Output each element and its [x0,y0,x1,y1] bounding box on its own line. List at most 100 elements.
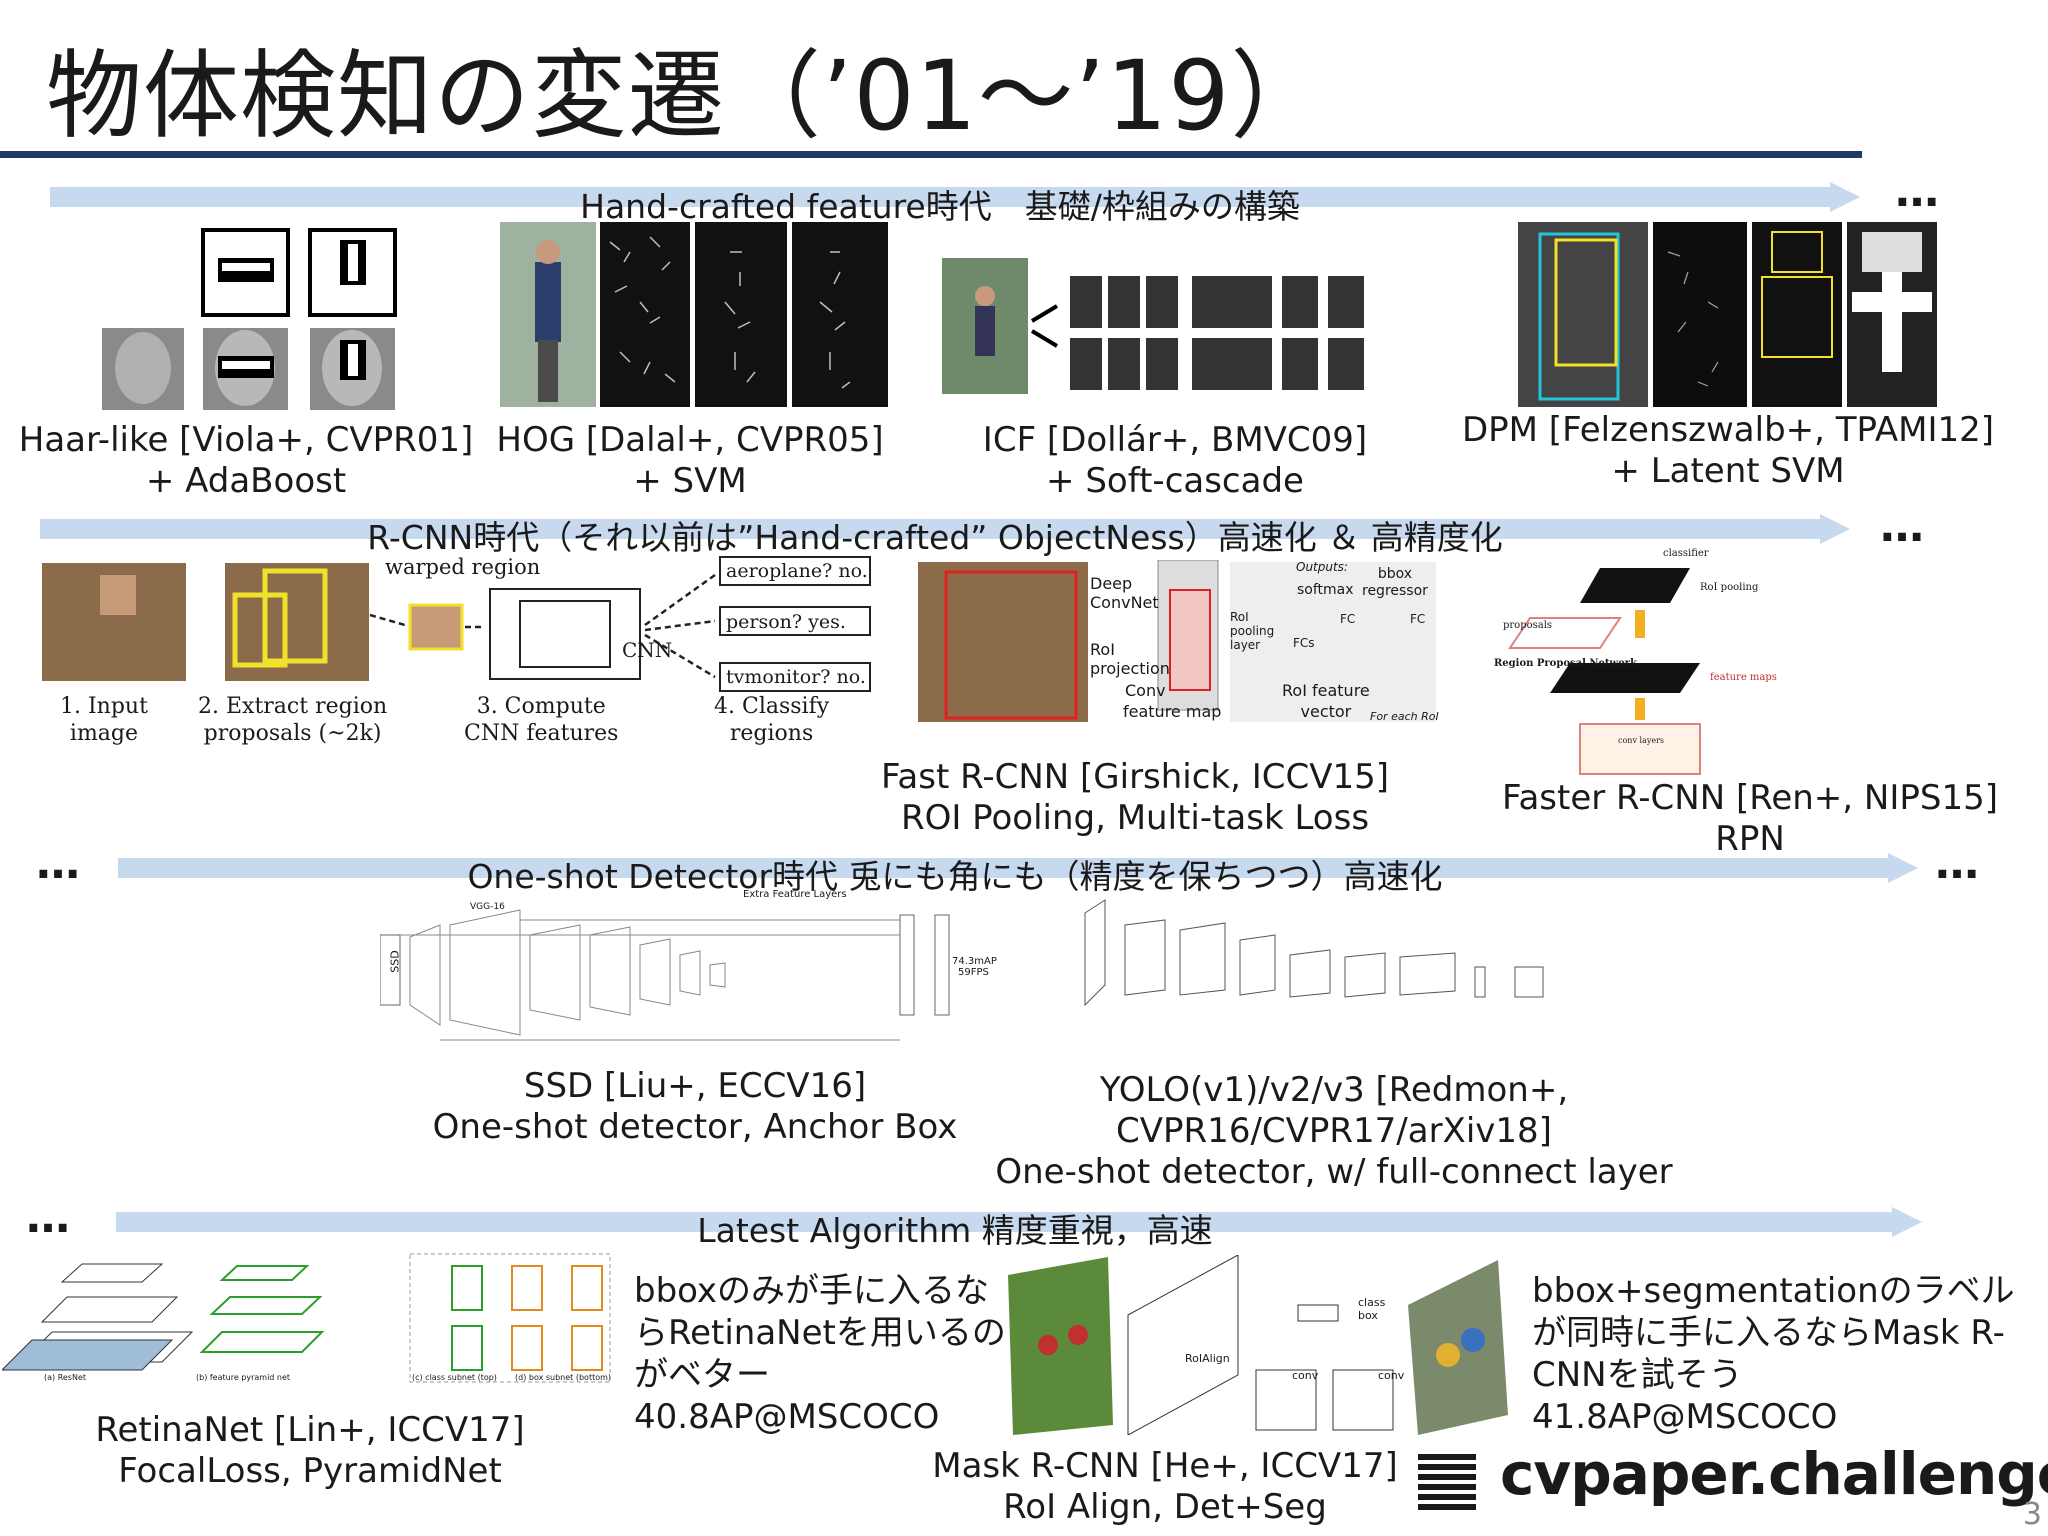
faster-featmaps-label: feature maps [1710,672,1777,683]
retina-label-c: (c) class subnet (top) [412,1373,497,1382]
label-softmax: softmax [1297,582,1354,598]
note-line: らRetinaNetを用いるの [634,1313,1006,1353]
rcnn-output-3: tvmonitor? no. [726,666,866,688]
ssd-vgg-label: VGG-16 [470,902,505,912]
caption-line: RoI Align, Det+Seg [1003,1487,1327,1527]
era-arrow-handcrafted [50,182,1860,212]
note-line: が同時に手に入るならMask R- [1532,1313,2005,1353]
rcnn-figure [40,555,880,755]
fast-rcnn-caption: Fast R-CNN [Girshick, ICCV15] ROI Poolin… [881,757,1389,839]
rcnn-step-1: 1. Input image [60,693,148,747]
ssd-extra-label: Extra Feature Layers [743,889,847,900]
label-featmap: feature map [1123,702,1222,721]
caption-line: Fast R-CNN [Girshick, ICCV15] [880,757,1390,797]
era-label-latest: Latest Algorithm 精度重視，高速 [697,1211,1213,1250]
label-convnet: ConvNet [1090,593,1159,612]
fast-rcnn-figure [918,559,1438,725]
faster-rcnn-figure [1490,548,1790,778]
step-line: 2. Extract region [198,694,388,719]
rcnn-cnn-label: CNN [622,638,673,662]
ellipsis-4: … [26,1192,72,1243]
caption-line: FocalLoss, PyramidNet [118,1451,502,1491]
era-arrow-latest [116,1207,1922,1237]
era-label-oneshot: One-shot Detector時代 兎にも角にも（精度を保ちつつ）高速化 [467,857,1443,896]
faster-rcnn-caption: Faster R-CNN [Ren+, NIPS15] RPN [1502,778,1998,860]
caption-line: Mask R-CNN [He+, ICCV17] [932,1446,1398,1486]
step-line: 1. Input [60,694,148,719]
ellipsis-3-right: … [1935,838,1981,889]
faster-rpn-label: Region Proposal Network [1494,658,1637,669]
label-regressor: regressor [1362,583,1428,599]
ssd-name: SSD [388,950,402,973]
label-deep: Deep [1090,574,1133,593]
era-arrow-rcnn [40,514,1850,544]
mask-classbox-label: class box [1358,1296,1386,1322]
fast-rcnn-labels: Deep ConvNet [1090,574,1159,612]
retinanet-figure [0,1252,612,1392]
label-vector: vector [1300,702,1352,721]
caption-line: RPN [1715,819,1785,859]
step-line: image [69,721,139,746]
mask-conv-label-2: conv [1378,1369,1405,1382]
yolo-figure [1055,895,1545,1060]
faster-classifier-label: classifier [1663,548,1709,559]
rcnn-step-2: 2. Extract region proposals (~2k) [198,693,387,747]
yolo-caption: YOLO(v1)/v2/v3 [Redmon+, CVPR16/CVPR17/a… [995,1070,1672,1193]
retina-label-d: (d) box subnet (bottom) [515,1373,612,1382]
fast-rcnn-roiproj: RoI projection [1090,640,1170,678]
fast-rcnn-convfeat: Conv feature map [1123,680,1221,722]
ssd-caption: SSD [Liu+, ECCV16] One-shot detector, An… [433,1066,958,1148]
ellipsis-2: … [1880,501,1926,552]
era-arrow-oneshot [118,853,1918,883]
caption-line: One-shot detector, w/ full-connect layer [995,1152,1673,1192]
fast-rcnn-roifeat: RoI feature vector [1282,680,1370,722]
caption-line: + SVM [633,461,747,501]
note-line: bboxのみが手に入るな [634,1271,990,1311]
note-line: bbox+segmentationのラベル [1532,1271,2015,1311]
caption-line: + Soft-cascade [1046,461,1304,501]
mask-roialign-label: RoIAlign [1185,1352,1230,1365]
rcnn-step-4: 4. Classify regions [714,693,829,747]
step-line: 3. Compute [476,694,606,719]
mask-rcnn-caption: Mask R-CNN [He+, ICCV17] RoI Align, Det+… [932,1446,1397,1528]
haar-caption: Haar-like [Viola+, CVPR01] + AdaBoost [19,420,473,502]
rcnn-output-1: aeroplane? no. [726,560,868,582]
logo-icon [1416,1450,1478,1512]
fast-rcnn-softmax: softmax [1297,582,1354,598]
caption-line: RetinaNet [Lin+, ICCV17] [95,1410,525,1450]
label-outputs: Outputs: [1296,560,1348,574]
caption-line: DPM [Felzenszwalb+, TPAMI12] [1461,410,1995,450]
haar-figure [100,228,400,413]
fast-rcnn-outputs: Outputs: [1296,560,1348,574]
page-number: 3 [2022,1497,2042,1532]
fast-rcnn-bbox: bbox regressor [1362,566,1428,600]
fast-rcnn-fcs: FCs [1293,636,1315,650]
caption-line: Haar-like [Viola+, CVPR01] [18,420,474,460]
step-line: proposals (~2k) [203,721,382,746]
step-line: regions [729,721,814,746]
rcnn-warped-label: warped region [385,555,541,579]
hog-caption: HOG [Dalal+, CVPR05] + SVM [496,420,883,502]
title-underline [0,151,1862,158]
retinanet-caption: RetinaNet [Lin+, ICCV17] FocalLoss, Pyra… [95,1410,524,1492]
caption-line: SSD [Liu+, ECCV16] [523,1066,867,1106]
mask-rcnn-figure [1008,1254,1508,1436]
retina-label-b: (b) feature pyramid net [196,1373,291,1382]
caption-line: + AdaBoost [145,461,347,501]
fast-rcnn-foreach: For each RoI [1370,710,1439,723]
fast-rcnn-fc-1: FC [1340,612,1356,626]
slide-title: 物体検知の変遷（’01～’19） [46,40,1328,152]
era-label-rcnn: R-CNN時代（それ以前は”Hand-crafted” ObjectNess）高… [367,518,1503,557]
label-roifeat: RoI feature [1282,681,1370,700]
ellipsis-1: … [1895,166,1941,217]
ellipsis-3-left: … [36,838,82,889]
label-projection: projection [1090,659,1170,678]
label-roi-pool-3: layer [1230,638,1261,652]
era-label-handcrafted: Hand-crafted feature時代 基礎/枠組みの構築 [580,187,1300,226]
caption-line: ICF [Dollár+, BMVC09] [982,420,1368,460]
fast-rcnn-fc-2: FC [1410,612,1426,626]
label-bbox: bbox [1377,566,1413,582]
note-line: 40.8AP@MSCOCO [634,1397,940,1437]
retinanet-note: bboxのみが手に入るな らRetinaNetを用いるの がベター 40.8AP… [634,1270,1006,1438]
dpm-figure [1518,222,1938,407]
